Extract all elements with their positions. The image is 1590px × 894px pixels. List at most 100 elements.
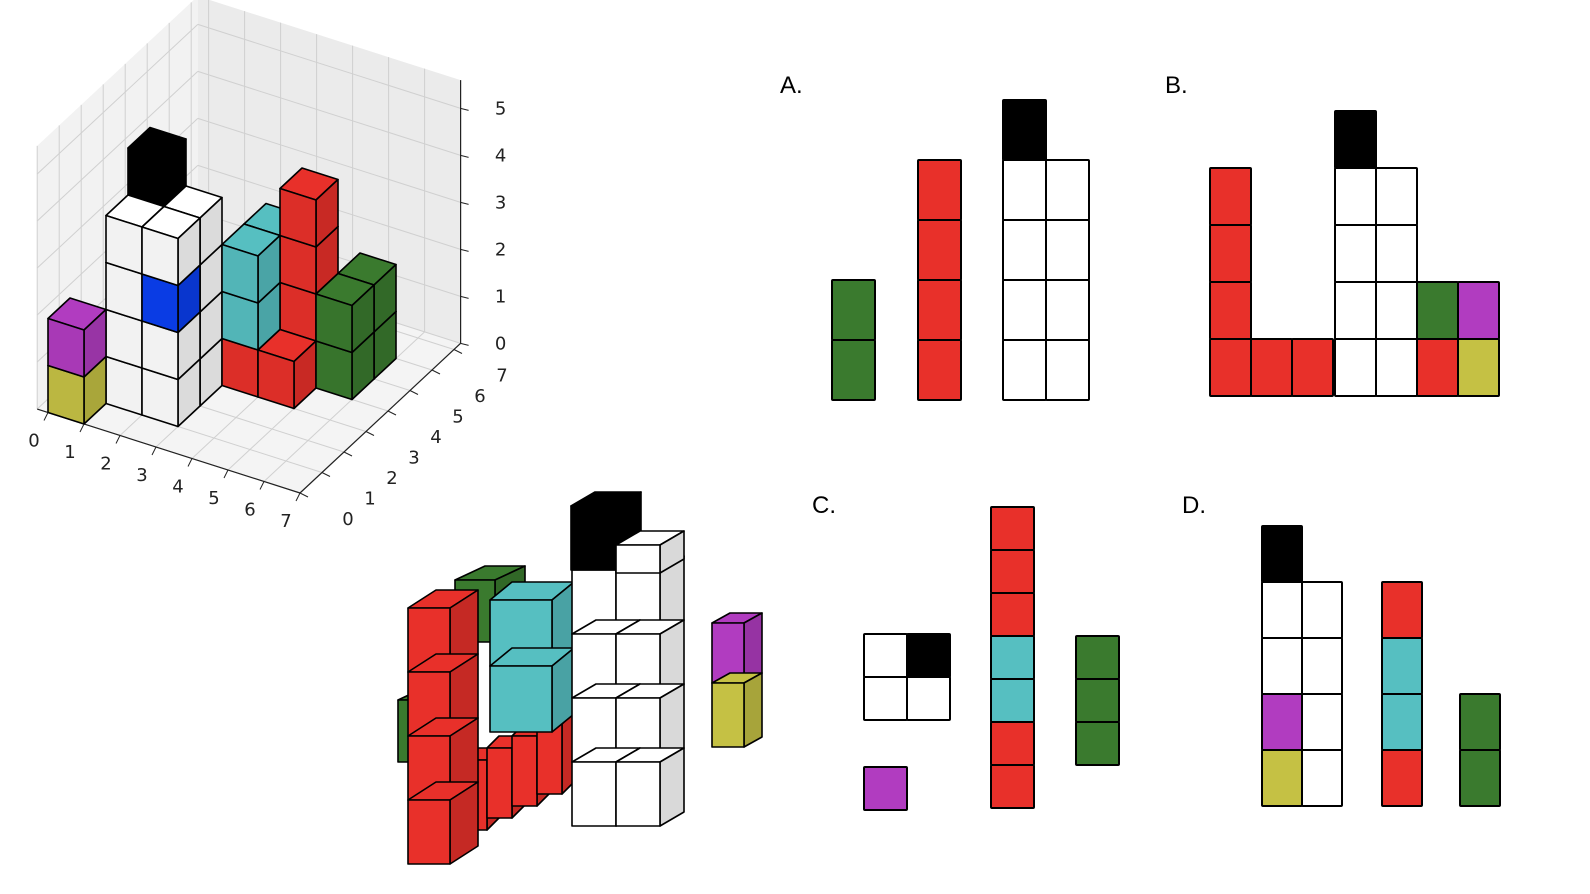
cube-side-face — [257, 349, 295, 410]
box-front — [711, 682, 745, 748]
cube — [127, 126, 187, 208]
x-tick — [259, 481, 265, 490]
y-axis-line — [299, 342, 462, 494]
option-b-cell — [1334, 224, 1377, 283]
option-b-red-cell — [1209, 338, 1252, 397]
option-b-label[interactable]: B. — [1165, 72, 1188, 99]
box-front — [407, 799, 451, 865]
cube-side-face — [141, 226, 179, 287]
purple-cube — [711, 612, 763, 684]
z-tick-label: 3 — [495, 192, 506, 213]
option-d-label[interactable]: D. — [1182, 492, 1206, 519]
option-b-red-cell — [1209, 224, 1252, 283]
x-tick-label: 6 — [244, 500, 255, 521]
z-tick — [460, 107, 469, 111]
option-a-red-cell — [917, 339, 962, 401]
x-tick — [151, 446, 157, 456]
option-b-cell — [1375, 167, 1418, 226]
y-tick — [365, 431, 375, 436]
option-a-white-cell — [1045, 219, 1090, 281]
option-a-red-cell — [917, 279, 962, 341]
y-tick — [387, 410, 397, 416]
option-a-label[interactable]: A. — [780, 72, 803, 99]
y-tick-label: 6 — [474, 386, 485, 407]
x-tick — [79, 423, 85, 433]
option-d-column-cell — [1381, 581, 1423, 639]
option-c-column-cell — [990, 764, 1035, 809]
option-d-tower-cell — [1301, 581, 1343, 639]
x-tick-label: 2 — [100, 454, 111, 475]
option-d-tower-cell — [1301, 637, 1343, 695]
option-d-green-cell — [1459, 749, 1501, 807]
option-c-label[interactable]: C. — [812, 492, 836, 519]
x-tick — [223, 469, 229, 479]
z-tick-label: 1 — [495, 286, 506, 307]
option-a-green-cell — [831, 279, 876, 341]
box-front — [615, 544, 661, 574]
x-tick — [43, 412, 49, 421]
option-c-top-cell — [863, 676, 908, 721]
option-c-column-cell — [990, 721, 1035, 766]
option-a-white-cell — [1002, 99, 1047, 161]
z-tick — [460, 295, 469, 299]
option-d-tower-cell — [1261, 637, 1303, 695]
y-tick — [431, 369, 441, 375]
box-side — [743, 672, 763, 748]
option-b-cell — [1375, 281, 1418, 340]
option-a-red-cell — [917, 219, 962, 281]
option-d-column-cell — [1381, 693, 1423, 751]
option-c-top-cell — [906, 633, 951, 678]
option-c-top-cell — [906, 676, 951, 721]
z-tick-label: 2 — [495, 239, 506, 260]
x-tick — [187, 458, 193, 467]
option-b-cell — [1457, 338, 1500, 397]
cube — [257, 328, 317, 410]
y-tick-label: 7 — [496, 366, 507, 387]
y-tick-label: 0 — [342, 509, 353, 530]
box-front — [615, 761, 661, 827]
cube — [47, 297, 107, 378]
z-tick — [460, 248, 469, 252]
option-b-cell — [1416, 281, 1459, 340]
grid-line — [197, 23, 461, 109]
option-c-purple-cell — [863, 766, 908, 811]
white-tower-cube — [615, 683, 685, 763]
option-b-red-cell — [1250, 338, 1293, 397]
option-c-column-cell — [990, 506, 1035, 551]
option-d-view — [1261, 525, 1501, 807]
option-a-white-cell — [1045, 339, 1090, 401]
option-a-white-cell — [1045, 279, 1090, 341]
option-d-tower-cell — [1261, 749, 1303, 807]
grid-line — [36, 24, 199, 175]
box-front — [570, 505, 618, 571]
red-column-cube — [407, 781, 479, 865]
y-tick-label: 1 — [364, 489, 375, 510]
y-tick — [299, 492, 309, 498]
y-tick-label: 5 — [452, 407, 463, 428]
grid-line — [36, 71, 199, 222]
cube-side-face — [315, 293, 353, 354]
option-d-green-cell — [1459, 693, 1501, 751]
cube-side-face — [279, 187, 317, 248]
option-c-column-cell — [990, 678, 1035, 723]
option-d-tower-cell — [1301, 693, 1343, 751]
option-a-white-cell — [1002, 219, 1047, 281]
x-tick-label: 5 — [208, 488, 219, 509]
y-tick — [409, 390, 419, 395]
z-tick — [460, 342, 469, 346]
option-b-cell — [1334, 281, 1377, 340]
z-tick — [460, 154, 469, 158]
option-c-column-cell — [990, 592, 1035, 637]
option-a-white-cell — [1002, 279, 1047, 341]
box-front — [536, 723, 563, 795]
cube — [315, 272, 375, 354]
cube — [221, 223, 281, 304]
option-b-red-cell — [1209, 281, 1252, 340]
x-tick — [115, 435, 121, 444]
grid-line — [197, 117, 461, 203]
option-c-column-cell — [990, 635, 1035, 680]
option-d-tower-cell — [1261, 525, 1303, 583]
cyan-cube — [489, 647, 575, 733]
option-b-cell — [1334, 167, 1377, 226]
